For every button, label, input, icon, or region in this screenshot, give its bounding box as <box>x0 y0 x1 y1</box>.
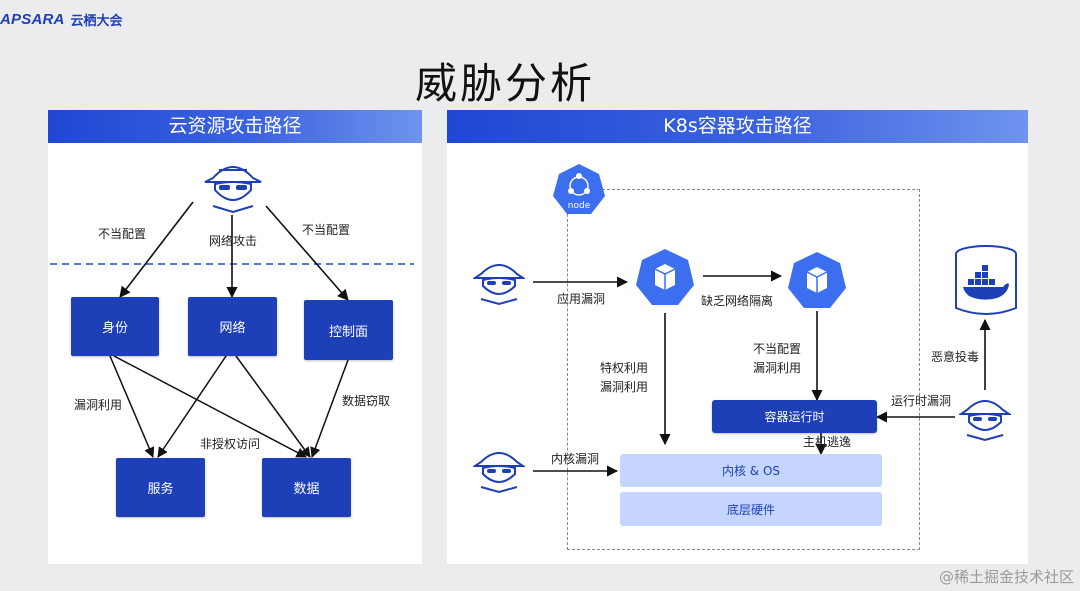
service-box: 服务 <box>116 458 205 517</box>
brand: APSARA 云栖大会 <box>0 10 123 29</box>
attack-label-middle: 网络攻击 <box>209 234 258 248</box>
attacker-icon-runtime <box>959 400 1011 442</box>
control-plane-box: 控制面 <box>304 300 393 360</box>
attack-label-left: 不当配置 <box>98 227 147 241</box>
network-box: 网络 <box>188 297 277 356</box>
edge-control-data <box>310 359 349 458</box>
left-panel-connectors <box>50 201 414 458</box>
attacker-icon-kernel <box>473 452 525 494</box>
edge-attacker-control <box>265 205 349 301</box>
left-panel: 云资源攻击路径 不当配置 网络攻击 不当配置 身份 网络 控制面 漏洞利用 <box>48 110 422 564</box>
watermark: @稀土掘金技术社区 <box>938 568 1074 586</box>
container-runtime-box: 容器运行时 <box>712 400 877 433</box>
node-boundary <box>567 189 920 550</box>
attacker-icon-app <box>473 264 525 306</box>
identity-box: 身份 <box>71 297 159 356</box>
label-host-escape: 主机逃逸 <box>803 435 852 449</box>
label-misconfig: 不当配置 <box>753 342 802 356</box>
left-panel-title: 云资源攻击路径 <box>48 110 422 143</box>
pod-icon-2 <box>788 252 846 308</box>
node-badge-label: node <box>568 201 591 211</box>
right-panel-title: K8s容器攻击路径 <box>447 110 1028 143</box>
brand-logo: APSARA <box>0 11 65 28</box>
label-app-vuln: 应用漏洞 <box>557 292 606 306</box>
page-title: 威胁分析 <box>414 59 595 108</box>
kernel-os-layer: 内核 & OS <box>620 454 882 487</box>
pod-icon-1 <box>636 249 694 305</box>
docker-registry-icon <box>955 245 1017 315</box>
edge-network-service <box>157 355 227 458</box>
edge-network-data <box>235 355 311 458</box>
edge-identity-data <box>113 355 307 458</box>
label-malicious-deliver: 恶意投毒 <box>931 350 980 364</box>
edge-identity-service <box>109 355 155 458</box>
edge-label-vuln-use: 漏洞利用 <box>74 398 123 412</box>
k8s-node-icon: node <box>553 164 605 214</box>
right-panel-connectors <box>533 270 991 477</box>
right-panel: K8s容器攻击路径 node <box>447 110 1028 564</box>
label-priv-use: 特权利用 <box>600 361 649 375</box>
edge-label-unauthorized: 非授权访问 <box>200 437 261 451</box>
attack-label-right: 不当配置 <box>302 223 351 237</box>
label-runtime-vuln: 运行时漏洞 <box>891 394 952 408</box>
label-vuln-use-b: 漏洞利用 <box>753 361 802 375</box>
edge-attacker-identity <box>119 201 194 298</box>
label-vuln-use-a: 漏洞利用 <box>600 380 649 394</box>
brand-name: 云栖大会 <box>70 14 123 29</box>
label-kernel-vuln: 内核漏洞 <box>551 452 600 466</box>
hardware-layer: 底层硬件 <box>620 492 882 526</box>
edge-label-data-theft: 数据窃取 <box>342 394 391 408</box>
data-box: 数据 <box>262 458 351 517</box>
attacker-icon <box>204 166 262 214</box>
label-no-isolation: 缺乏网络隔离 <box>701 294 774 308</box>
